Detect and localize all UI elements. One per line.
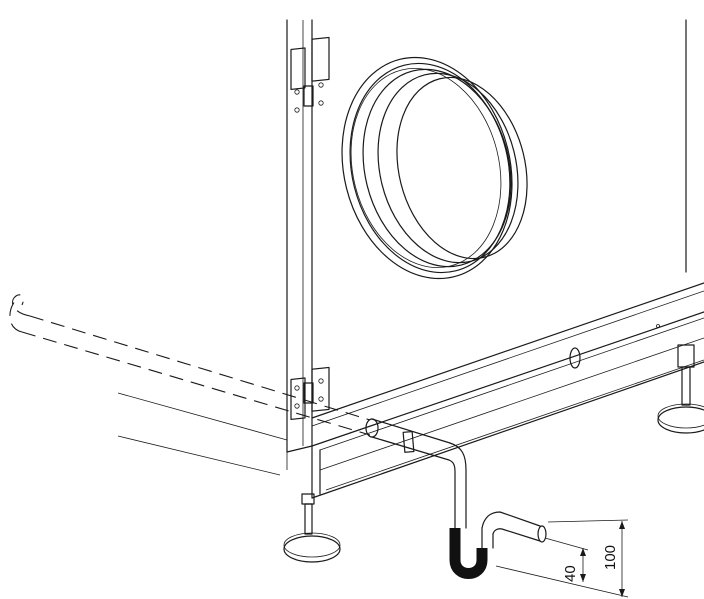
unit-cabinet: [286, 19, 704, 453]
dimension-lines: [495, 519, 629, 598]
circular-duct-connection: [341, 56, 528, 280]
dimension-label-40: 40: [562, 565, 579, 582]
adjustable-foot-left: [283, 493, 341, 563]
door-hinge-upper: [290, 36, 330, 113]
alternative-drain-route-dashed: [9, 294, 371, 436]
water-trap: [449, 511, 547, 579]
base-frame: [117, 311, 704, 499]
door-hinge-lower: [290, 366, 330, 421]
dimension-label-100: 100: [602, 545, 619, 570]
condensate-drain-pipe: [365, 418, 467, 529]
adjustable-foot-right: [657, 344, 704, 434]
